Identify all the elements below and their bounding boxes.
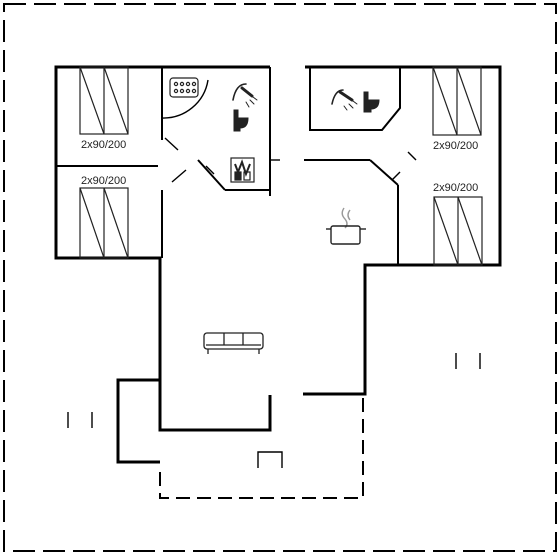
plot-boundary [3, 3, 557, 552]
washing-machine-icon [230, 157, 255, 183]
interior-walls [56, 67, 401, 265]
bed-top-left [79, 66, 129, 135]
sofa-icon [203, 332, 264, 354]
toilet-icon [233, 109, 249, 132]
bed-bottom-left [79, 187, 129, 259]
hob-icon [169, 77, 199, 98]
shower-icon [232, 83, 258, 108]
bed-label-top-right: 2x90/200 [433, 140, 478, 152]
door-marks [67, 79, 481, 468]
bed-top-right [432, 66, 482, 136]
shower-icon-right [331, 89, 358, 111]
bed-label-bottom-left: 2x90/200 [81, 175, 126, 187]
cooking-pot-icon [326, 207, 366, 245]
terrace-outline [159, 395, 364, 499]
toilet-icon-right [363, 91, 380, 113]
bed-label-top-left: 2x90/200 [81, 139, 126, 151]
bed-bottom-right [433, 196, 483, 266]
bed-label-bottom-right: 2x90/200 [433, 182, 478, 194]
